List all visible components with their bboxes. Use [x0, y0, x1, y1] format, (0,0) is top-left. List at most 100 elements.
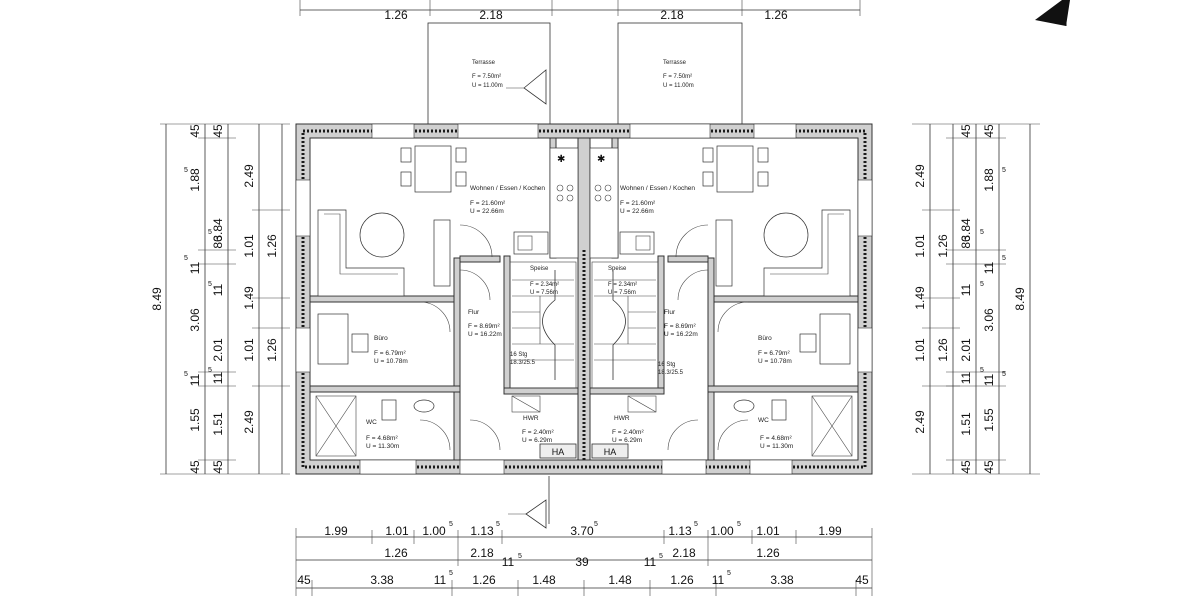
left-dim-c3-5: 1.51 [211, 412, 225, 436]
bottom-r2-1: 2.18 [470, 546, 494, 560]
hwr-left-unit [511, 395, 541, 413]
bottom-r3-3: 1.26 [472, 573, 496, 587]
bottom-r3-0: 45 [297, 573, 311, 587]
bottom-r1-0: 1.99 [324, 524, 348, 538]
terrace-right-name: Terrasse [663, 60, 687, 66]
left-dim-c3-3: 2.01 [211, 338, 225, 362]
stairs-right-rise: 18.3/25.5 [658, 370, 684, 376]
pantry-left-perimeter: U = 7.56m [530, 290, 558, 296]
terrace-right: Terrasse F = 7.50m² U = 11.00m [617, 22, 743, 128]
right-sup-c2-2: 5 [1002, 371, 1006, 378]
ha-left: HA [552, 447, 565, 457]
bottom-r1-4: 3.70 [570, 524, 594, 538]
terrace-left-name: Terrasse [472, 60, 496, 66]
right-dim-c2-0: 45 [982, 124, 996, 138]
living-right-area: F = 21.60m² [620, 200, 656, 207]
bottom-r2-sup-0: 5 [518, 553, 522, 560]
right-dim-c2-4: 3.06 [982, 308, 996, 332]
right-sup-c3-0: 5 [980, 229, 984, 236]
left-dim-c5-1: 1.26 [265, 338, 279, 362]
pantry-left-name: Speise [530, 266, 549, 272]
right-dim-c3-2: 11 [959, 283, 973, 296]
right-dim-c4-4: 2.49 [913, 410, 927, 434]
left-sup-c2-0: 5 [184, 167, 188, 174]
right-dim-c2-1: 1.88 [982, 168, 996, 192]
hall-right-perimeter: U = 16.22m [664, 331, 698, 338]
top-dim-4: 1.26 [764, 8, 788, 22]
stairs-left-count: 16 Stg [510, 352, 527, 358]
bottom-r2-3: 39 [575, 555, 589, 569]
right-dim-c3-5: 1.51 [959, 412, 973, 436]
hall-left-perimeter: U = 16.22m [468, 331, 502, 338]
pantry-right-perimeter: U = 7.56m [608, 290, 636, 296]
stairs-right [591, 261, 659, 389]
left-dim-c4-3: 1.01 [242, 338, 256, 362]
left-dim-c5-0: 1.26 [265, 234, 279, 258]
bottom-r3-9: 45 [855, 573, 869, 587]
bottom-r1-sup-4: 5 [737, 521, 741, 528]
living-left-perimeter: U = 22.66m [470, 208, 504, 215]
bottom-r1-7: 1.01 [756, 524, 780, 538]
bottom-r2-5: 2.18 [672, 546, 696, 560]
pantry-right-area: F = 2.34m² [608, 282, 637, 288]
terrace-left-area: F = 7.50m² [472, 74, 501, 80]
right-dim-c3-1: 86 [959, 235, 973, 249]
left-dim-c2-7: 45 [188, 460, 202, 474]
hwr-left-perimeter: U = 6.29m [522, 437, 552, 444]
left-dim-c3-6: 45 [211, 460, 225, 474]
hwr-right-name: HWR [614, 415, 630, 422]
top-dim-3: 2.18 [660, 8, 684, 22]
hwr-right-unit [627, 395, 657, 413]
right-dim-c3-4: 11 [959, 371, 973, 384]
left-dim-c3-2: 11 [211, 283, 225, 296]
bottom-r3-5: 1.48 [608, 573, 632, 587]
right-dim-c5-0: 1.26 [936, 234, 950, 258]
wc-left-perimeter: U = 11.30m [366, 443, 399, 450]
right-dim-c2-5: 11 [982, 373, 996, 386]
room-labels-right: Wohnen / Essen / Kochen F = 21.60m² U = … [608, 185, 793, 450]
living-right-perimeter: U = 22.66m [620, 208, 654, 215]
office-right-name: Büro [758, 335, 772, 342]
right-sup-c3-2: 5 [980, 367, 984, 374]
outer-walls [295, 123, 873, 475]
bottom-r2-4: 11 [644, 555, 657, 569]
terrace-left: Terrasse F = 7.50m² U = 11.00m [427, 22, 551, 128]
terrace-right-area: F = 7.50m² [663, 74, 692, 80]
left-dim-c4-4: 2.49 [242, 410, 256, 434]
office-left-perimeter: U = 10.78m [374, 358, 408, 365]
bottom-r1-8: 1.99 [818, 524, 842, 538]
left-dim-c3-4: 11 [211, 371, 225, 384]
left-dim-c4-1: 1.01 [242, 234, 256, 258]
north-arrow-icon [1035, 0, 1070, 26]
hall-left-name: Flur [468, 309, 480, 316]
left-dim-c4-2: 1.49 [242, 286, 256, 310]
living-right-name: Wohnen / Essen / Kochen [620, 185, 695, 192]
hwr-left-name: HWR [523, 415, 539, 422]
bottom-r1-3: 1.13 [470, 524, 494, 538]
right-dim-c2-2: 3.84 [959, 218, 973, 242]
hwr-right-area: F = 2.40m² [612, 429, 644, 436]
stairs-right-count: 16 Stg [658, 362, 675, 368]
terrace-left-perimeter: U = 11.00m [472, 83, 503, 89]
left-dim-c4-0: 2.49 [242, 164, 256, 188]
left-dimension-chains: 8.49 45 1.88 3.84 11 3.06 11 1.55 45 5 5… [150, 123, 290, 475]
top-dim-1: 1.26 [384, 8, 408, 22]
left-sup-c2-1: 5 [184, 255, 188, 262]
right-dim-c4-3: 1.01 [913, 338, 927, 362]
wc-left-name: WC [366, 419, 377, 426]
stairs-left-rise: 18.3/25.5 [510, 360, 536, 366]
bottom-r1-sup-2: 5 [594, 521, 598, 528]
bottom-r2-6: 1.26 [756, 546, 780, 560]
left-dim-c3-1: 86 [211, 235, 225, 249]
right-dim-total: 8.49 [1013, 287, 1027, 311]
bottom-r3-sup-1: 5 [727, 570, 731, 577]
bottom-r1-sup-3: 5 [694, 521, 698, 528]
office-left-name: Büro [374, 335, 388, 342]
bottom-r3-7: 11 [712, 573, 725, 587]
left-dim-c2-4: 3.06 [188, 308, 202, 332]
bottom-r1-6: 1.00 [710, 524, 734, 538]
left-dim-c2-3: 11 [188, 261, 202, 274]
office-left-area: F = 6.79m² [374, 350, 406, 357]
bottom-r1-5: 1.13 [668, 524, 692, 538]
